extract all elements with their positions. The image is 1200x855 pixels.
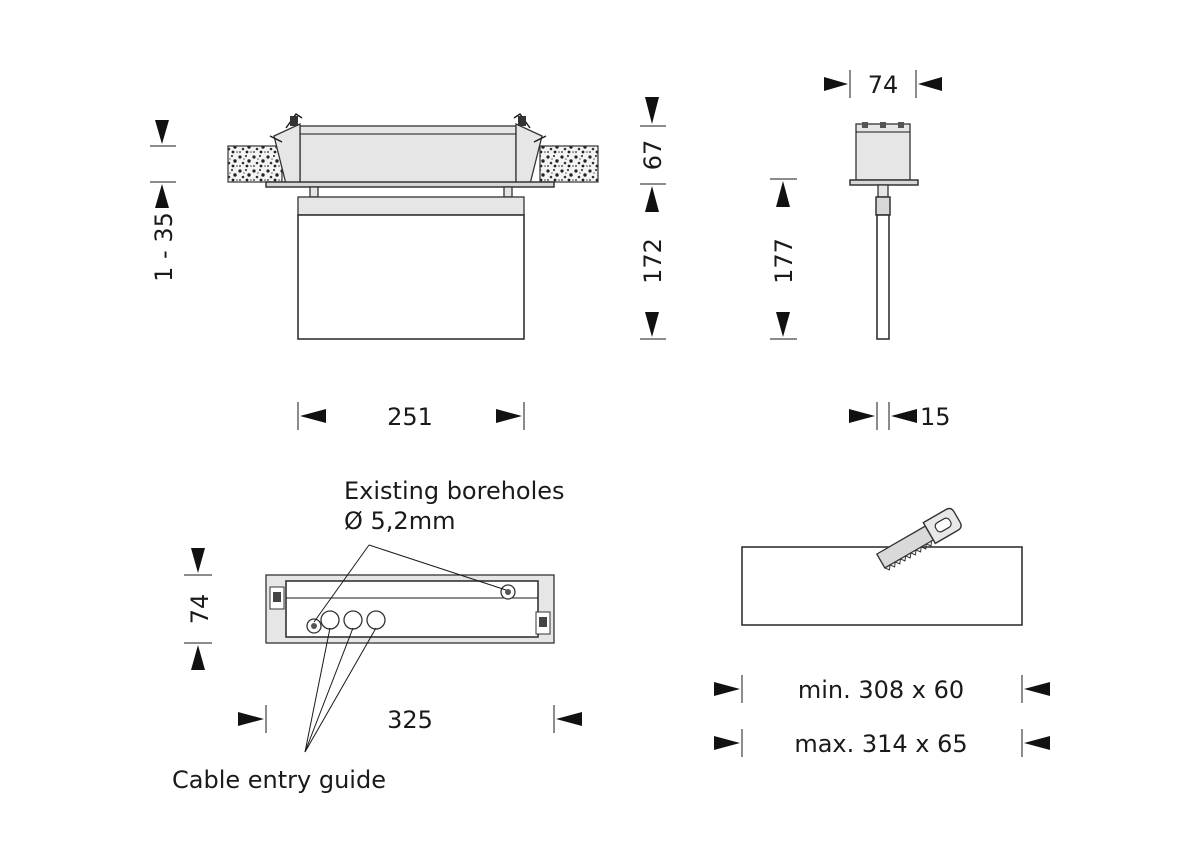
ceiling-left [227, 145, 283, 183]
arrow-right-icon [714, 682, 740, 696]
arrow-up-icon [645, 186, 659, 212]
dim-housing-panel: 67 172 [639, 97, 667, 340]
arrow-right-icon [714, 736, 740, 750]
arrow-right-icon [300, 409, 326, 423]
dim-panel-thickness: 15 [849, 402, 951, 431]
base-view [265, 574, 555, 644]
side-connector [875, 196, 891, 216]
dim-label-cutout-max: max. 314 x 65 [794, 730, 967, 758]
dim-base-height: 74 [184, 548, 214, 670]
mounting-post-right [503, 186, 513, 198]
arrow-left-icon [1024, 736, 1050, 750]
dim-cutout-min: min. 308 x 60 [714, 675, 1050, 704]
arrow-up-icon [191, 645, 205, 670]
dim-label-front-width: 251 [387, 403, 433, 431]
boreholes-label: Existing boreholes [344, 477, 565, 505]
cable-entry-label: Cable entry guide [172, 766, 386, 794]
arrow-right-icon [849, 409, 875, 423]
cutout-board [741, 546, 1023, 626]
arrow-up-icon [776, 181, 790, 207]
dim-label-cutout-min: min. 308 x 60 [798, 676, 964, 704]
dim-label-panel: 172 [639, 238, 667, 284]
cable-entry-1 [320, 610, 340, 630]
arrow-down-icon [191, 548, 205, 573]
ceiling-cutout [741, 546, 1023, 626]
dim-base-width: 325 [238, 705, 582, 734]
arrow-down-icon [645, 312, 659, 337]
saw-icon [875, 507, 962, 571]
leader-lines [304, 544, 507, 753]
sign-panel [297, 214, 525, 340]
dim-side-height: 177 [770, 178, 798, 340]
dim-front-width: 251 [297, 402, 525, 431]
dim-ceiling-thickness: 1 - 35 [150, 120, 178, 282]
arrow-down-icon [645, 97, 659, 124]
side-view [849, 122, 919, 340]
recessed-housing [299, 125, 517, 185]
side-flange [849, 179, 919, 186]
borehole-diameter-label: Ø 5,2mm [344, 507, 455, 535]
side-panel [876, 214, 890, 340]
arrow-left-icon [556, 712, 582, 726]
spring-clip-right [513, 113, 547, 185]
cable-entry-2 [343, 610, 363, 630]
terminal-left [269, 586, 285, 610]
front-view [227, 113, 599, 340]
dim-label-side-height: 177 [770, 238, 798, 284]
dim-label-ceiling: 1 - 35 [150, 212, 178, 282]
ceiling-right [539, 145, 599, 183]
arrow-down-icon [776, 312, 790, 337]
mounting-post-left [309, 186, 319, 198]
dim-label-housing: 67 [639, 140, 667, 171]
ceiling-flange [265, 181, 555, 188]
side-post [877, 184, 889, 198]
dim-cutout-max: max. 314 x 65 [714, 729, 1050, 758]
arrow-left-icon [891, 409, 917, 423]
arrow-down-icon [155, 120, 169, 144]
borehole-left [306, 618, 322, 634]
sign-panel-top [297, 196, 525, 216]
arrow-left-icon [1024, 682, 1050, 696]
dim-label-base-height: 74 [186, 594, 214, 625]
arrow-up-icon [155, 184, 169, 208]
arrow-right-icon [824, 77, 848, 91]
dim-label-panel-thickness: 15 [920, 403, 951, 431]
arrow-left-icon [496, 409, 522, 423]
terminal-right [535, 611, 551, 635]
dim-label-base-width: 325 [387, 706, 433, 734]
dim-side-depth: 74 [824, 70, 942, 99]
arrow-right-icon [238, 712, 264, 726]
arrow-left-icon [918, 77, 942, 91]
borehole-right [500, 584, 516, 600]
dim-label-side-depth: 74 [868, 71, 899, 99]
spring-clip-left [269, 113, 303, 185]
cable-entry-3 [366, 610, 386, 630]
